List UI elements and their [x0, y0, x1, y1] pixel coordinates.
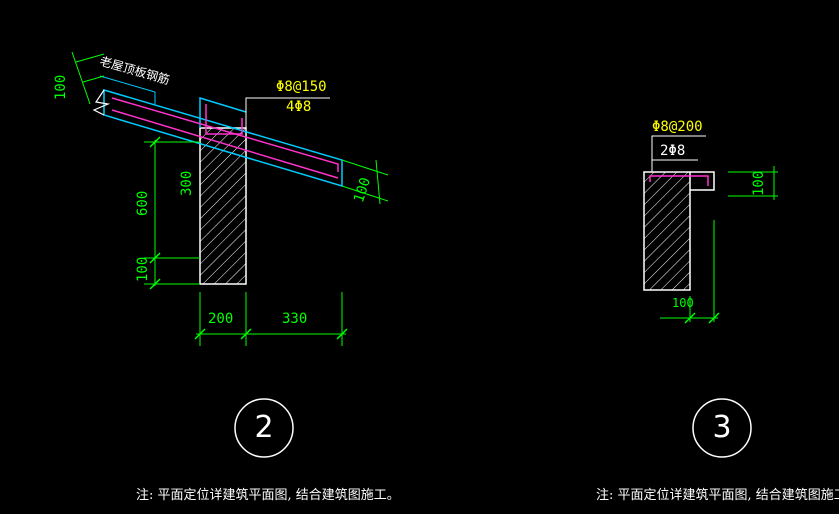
detail-3-note: 注: 平面定位详建筑平面图, 结合建筑图施工。: [596, 488, 839, 503]
detail-2-dim-600: 600: [135, 190, 151, 216]
detail-2-dim-slab-left: 100: [53, 74, 69, 100]
detail-2-rebar-bottom: [111, 109, 339, 179]
detail-3-dim-bottom: 100: [672, 296, 694, 310]
detail-2-slab-break: [92, 89, 111, 116]
detail-3-dim-right: 100: [751, 170, 767, 196]
detail-3-ledge: [690, 171, 715, 191]
detail-2-marker: 2: [254, 410, 274, 445]
detail-2-dim-100: 100: [135, 256, 151, 282]
detail-2-rebar-top: [111, 97, 339, 172]
detail-2-drawing: [71, 51, 389, 458]
detail-2-roof-label-leader: [99, 75, 156, 93]
detail-2-rebar-leader: [245, 97, 330, 128]
detail-2-dim-200: 200: [208, 311, 234, 327]
detail-2-note: 注: 平面定位详建筑平面图, 结合建筑图施工。: [136, 488, 400, 503]
detail-2-marker-circle: [234, 398, 294, 458]
detail-2-column: [199, 127, 247, 285]
detail-3-column: [643, 171, 691, 291]
detail-2-rebar-stirrup: [205, 104, 243, 135]
detail-2-slab-upstand: [199, 96, 247, 128]
detail-3-rebar-top-label: Φ8@200: [652, 119, 703, 135]
detail-3-rebar: [649, 175, 709, 186]
detail-3-marker-circle: [692, 398, 752, 458]
detail-2-rebar-bottom-label: 4Φ8: [286, 99, 312, 115]
detail-2-dim-330: 330: [282, 311, 308, 327]
detail-2-dim-300: 300: [179, 170, 195, 196]
detail-3-drawing: [643, 135, 778, 458]
detail-3-marker: 3: [712, 410, 732, 445]
detail-3-rebar-bottom-label: 2Φ8: [660, 143, 686, 159]
detail-2-rebar-top-label: Φ8@150: [276, 79, 327, 95]
